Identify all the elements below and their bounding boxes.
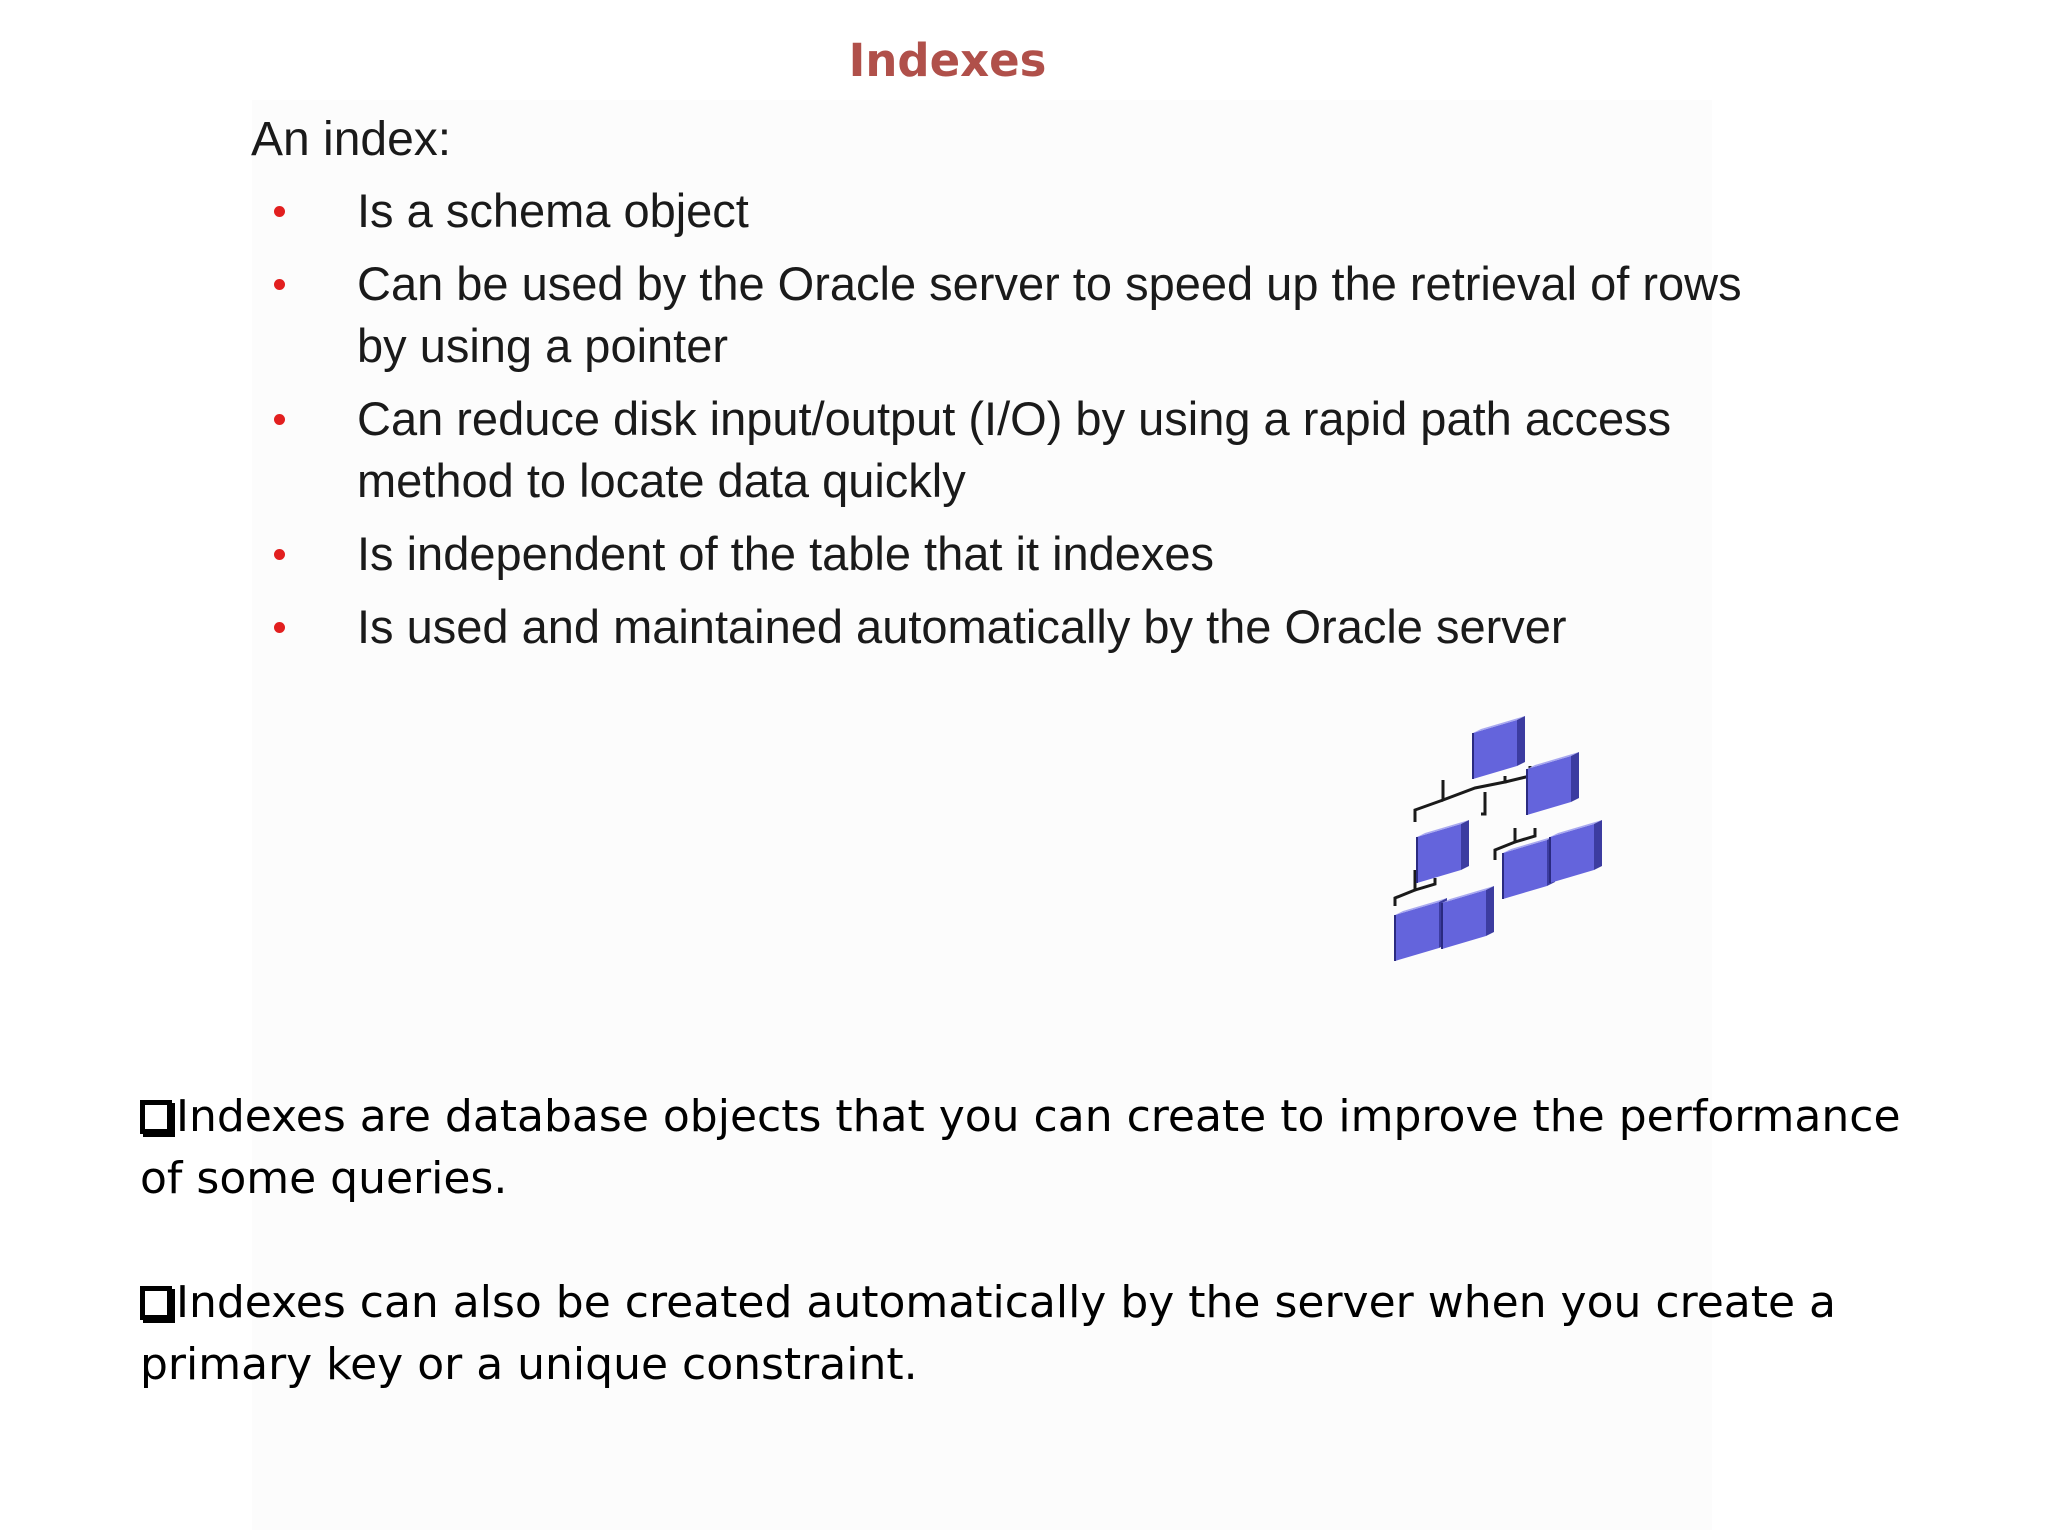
intro-text: An index:: [251, 113, 452, 166]
note-paragraph: Indexes are database objects that you ca…: [140, 1086, 1920, 1210]
bullet-dot-icon: [274, 622, 285, 633]
tree-node-level3: [1549, 820, 1602, 883]
bullet-item: Is independent of the table that it inde…: [265, 523, 1745, 585]
bullet-text: Is used and maintained automatically by …: [357, 600, 1567, 653]
bullet-item: Can be used by the Oracle server to spee…: [265, 253, 1745, 377]
bullet-item: Can reduce disk input/output (I/O) by us…: [265, 388, 1745, 512]
bullet-dot-icon: [274, 414, 285, 425]
bullet-text: Can be used by the Oracle server to spee…: [357, 257, 1742, 372]
bullet-dot-icon: [274, 279, 285, 290]
bullet-list: Is a schema object Can be used by the Or…: [265, 180, 1745, 669]
tree-node-level3: [1394, 898, 1447, 961]
slide-title: Indexes: [848, 34, 1047, 87]
index-tree-icon: [1393, 716, 1602, 961]
embedded-slide-panel: [252, 100, 1712, 1530]
notes-section: Indexes are database objects that you ca…: [140, 1086, 1920, 1458]
bullet-text: Is independent of the table that it inde…: [357, 527, 1215, 580]
bullet-dot-icon: [274, 206, 285, 217]
bullet-item: Is a schema object: [265, 180, 1745, 242]
tree-node-level3: [1441, 886, 1494, 949]
note-text: Indexes can also be created automaticall…: [140, 1277, 1837, 1390]
bullet-text: Is a schema object: [357, 184, 749, 237]
bullet-dot-icon: [274, 549, 285, 560]
checkbox-bullet-icon: [140, 1100, 172, 1134]
tree-node-level2: [1526, 752, 1579, 815]
bullet-item: Is used and maintained automatically by …: [265, 596, 1745, 658]
checkbox-bullet-icon: [140, 1286, 172, 1320]
tree-node-level3: [1502, 836, 1555, 899]
bullet-text: Can reduce disk input/output (I/O) by us…: [357, 392, 1672, 507]
tree-node-root: [1472, 716, 1525, 779]
tree-node-level2: [1416, 820, 1469, 883]
note-paragraph: Indexes can also be created automaticall…: [140, 1272, 1920, 1396]
note-text: Indexes are database objects that you ca…: [140, 1091, 1901, 1204]
